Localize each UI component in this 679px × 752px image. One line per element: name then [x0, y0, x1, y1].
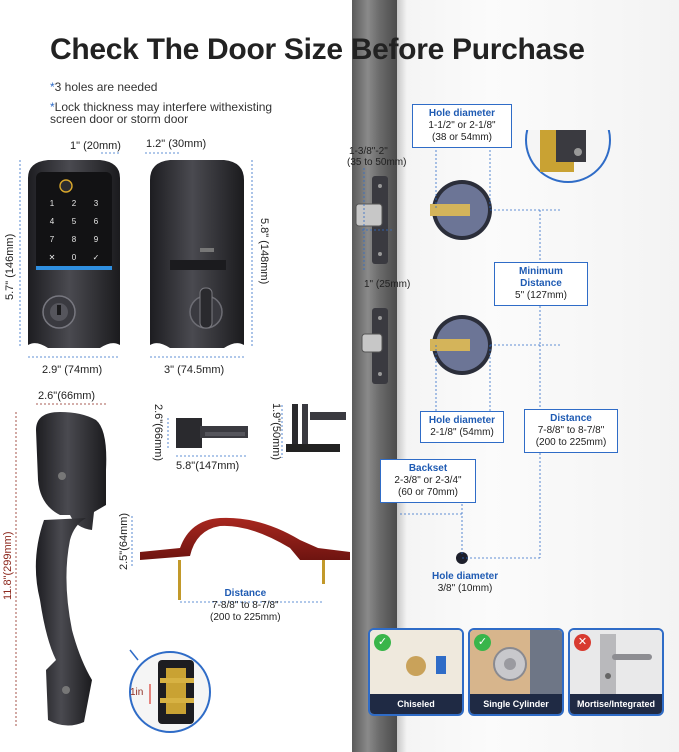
bracket-distance-line2: (200 to 225mm) — [210, 612, 281, 623]
note-screen-door: screen door or storm door — [50, 112, 188, 126]
compat-card-chiseled: ✓ Chiseled — [368, 628, 464, 716]
note-text: Lock thickness may interfere withexistin… — [54, 100, 273, 114]
note-thickness: *Lock thickness may interfere withexisti… — [50, 100, 272, 114]
strike-detail — [525, 130, 611, 183]
cross-icon: ✕ — [574, 634, 591, 651]
keypad-width-label: 1" (20mm) — [70, 140, 121, 152]
hole-top-line2: (38 or 54mm) — [431, 132, 492, 143]
mortise-illustration — [570, 630, 662, 694]
check-icon: ✓ — [474, 634, 491, 651]
backset-head: Backset — [408, 463, 448, 474]
keypad-base-label: 2.9" (74mm) — [42, 364, 103, 376]
distance-head: Distance — [550, 413, 592, 424]
hole-mid-label: Hole diameter 2-1/8" (54mm) — [420, 411, 504, 443]
lever-length-label: 5.8"(147mm) — [176, 460, 240, 472]
door-thickness-mm: (35 to 50mm) — [347, 157, 407, 168]
note-text: screen door or storm door — [50, 112, 189, 126]
hole-mid-value: 2-1/8" (54mm) — [430, 427, 494, 438]
screw-detail — [129, 649, 211, 733]
bore-hole-mid — [430, 315, 492, 375]
keypad-key: 8 — [72, 235, 77, 244]
inside-base-label: 3" (74.5mm) — [164, 364, 225, 376]
compat-label: Single Cylinder — [470, 694, 562, 714]
note-star: * — [50, 100, 55, 114]
hole-small-label: Hole diameter 3/8" (10mm) — [432, 571, 498, 595]
door-edge-shadow — [397, 0, 407, 752]
handleset — [35, 412, 107, 726]
hole-small-value: 3/8" (10mm) — [437, 583, 493, 594]
bracket-distance-line1: 7-8/8" to 8-7/8" — [212, 600, 279, 611]
keypad-key: 4 — [50, 217, 55, 226]
min-distance-label: Minimum Distance 5" (127mm) — [494, 262, 588, 306]
distance-line1: 7-8/8" to 8-7/8" — [537, 425, 605, 436]
handleset-height-label: 11.8"(299mm) — [2, 531, 14, 600]
keypad-key: 1 — [50, 199, 55, 208]
keypad-key: ✕ — [49, 253, 56, 262]
hole-small-head: Hole diameter — [432, 571, 499, 582]
min-distance-head: Minimum Distance — [519, 266, 563, 289]
keypad-key: 7 — [50, 235, 55, 244]
bracket-height-label: 2.5"(64mm) — [118, 512, 130, 570]
hole-top-line1: 1-1/2" or 2-1/8" — [428, 120, 496, 131]
inside-dim-lines — [145, 152, 253, 358]
lever-dim-lines — [167, 405, 283, 458]
keypad-dim-lines — [19, 152, 120, 358]
compat-card-mortise: ✕ Mortise/Integrated — [568, 628, 664, 716]
hole-top-label: Hole diameter 1-1/2" or 2-1/8" (38 or 54… — [412, 104, 512, 148]
latch-top — [355, 176, 388, 264]
backset-line1: 2-3/8" or 2-3/4" — [394, 475, 462, 486]
door-thickness-label: 1-3/8"-2" — [349, 146, 388, 157]
keypad-key: 6 — [94, 217, 99, 226]
latch-bottom — [361, 308, 388, 384]
inside-height-label: 5.8" (148mm) — [258, 218, 270, 285]
screw-detail-label: 1in — [130, 687, 144, 698]
lever — [176, 418, 248, 448]
keypad-height-label: 5.7" (146mm) — [4, 233, 16, 300]
lever-height-label: 2.6"(66mm) — [152, 404, 164, 462]
keypad-key: 0 — [72, 253, 77, 262]
hole-mid-head: Hole diameter — [428, 415, 496, 426]
mounting-bracket — [140, 517, 350, 600]
bracket-distance-head: Distance — [224, 588, 267, 599]
note-text: 3 holes are needed — [54, 80, 158, 94]
inside-width-label: 1.2" (30mm) — [146, 138, 207, 150]
backset-label: Backset 2-3/8" or 2-3/4" (60 or 70mm) — [380, 459, 476, 503]
handleset-width-label: 2.6"(66mm) — [38, 390, 96, 402]
compat-label: Mortise/Integrated — [570, 694, 662, 714]
keypad-key: 5 — [72, 217, 77, 226]
inside-unit — [150, 160, 244, 348]
lever-depth-label: 1.9"(50mm) — [270, 403, 282, 461]
door-dim-lines — [362, 150, 560, 559]
note-star: * — [50, 80, 55, 94]
distance-label: Distance 7-8/8" to 8-7/8" (200 to 225mm) — [524, 409, 618, 453]
keypad-key: 2 — [72, 199, 77, 208]
keypad-key: 3 — [94, 199, 99, 208]
min-distance-value: 5" (127mm) — [515, 290, 567, 301]
hole-top-head: Hole diameter — [428, 108, 496, 119]
check-icon: ✓ — [374, 634, 391, 651]
lever-side — [286, 404, 346, 452]
door-drawings — [355, 130, 611, 564]
bracket-distance-label: Distance 7-8/8" to 8-7/8" (200 to 225mm) — [210, 588, 281, 624]
handleset-dim-lines — [15, 403, 106, 728]
bore-hole-top — [430, 180, 492, 240]
keypad-key: 9 — [94, 235, 99, 244]
bracket-dim-lines — [131, 516, 324, 603]
compat-card-single-cylinder: ✓ Single Cylinder — [468, 628, 564, 716]
latch-width-label: 1" (25mm) — [364, 279, 411, 290]
note-holes: *3 holes are needed — [50, 80, 157, 94]
backset-line2: (60 or 70mm) — [397, 487, 458, 498]
page-title: Check The Door Size Before Purchase — [50, 33, 585, 66]
lock-drawings: 1 2 3 4 5 6 7 8 9 ✕ 0 ✓ — [15, 152, 350, 733]
keypad-unit: 1 2 3 4 5 6 7 8 9 ✕ 0 ✓ — [28, 160, 120, 348]
distance-line2: (200 to 225mm) — [535, 437, 607, 448]
compat-label: Chiseled — [370, 694, 462, 714]
keypad-key: ✓ — [93, 253, 100, 262]
